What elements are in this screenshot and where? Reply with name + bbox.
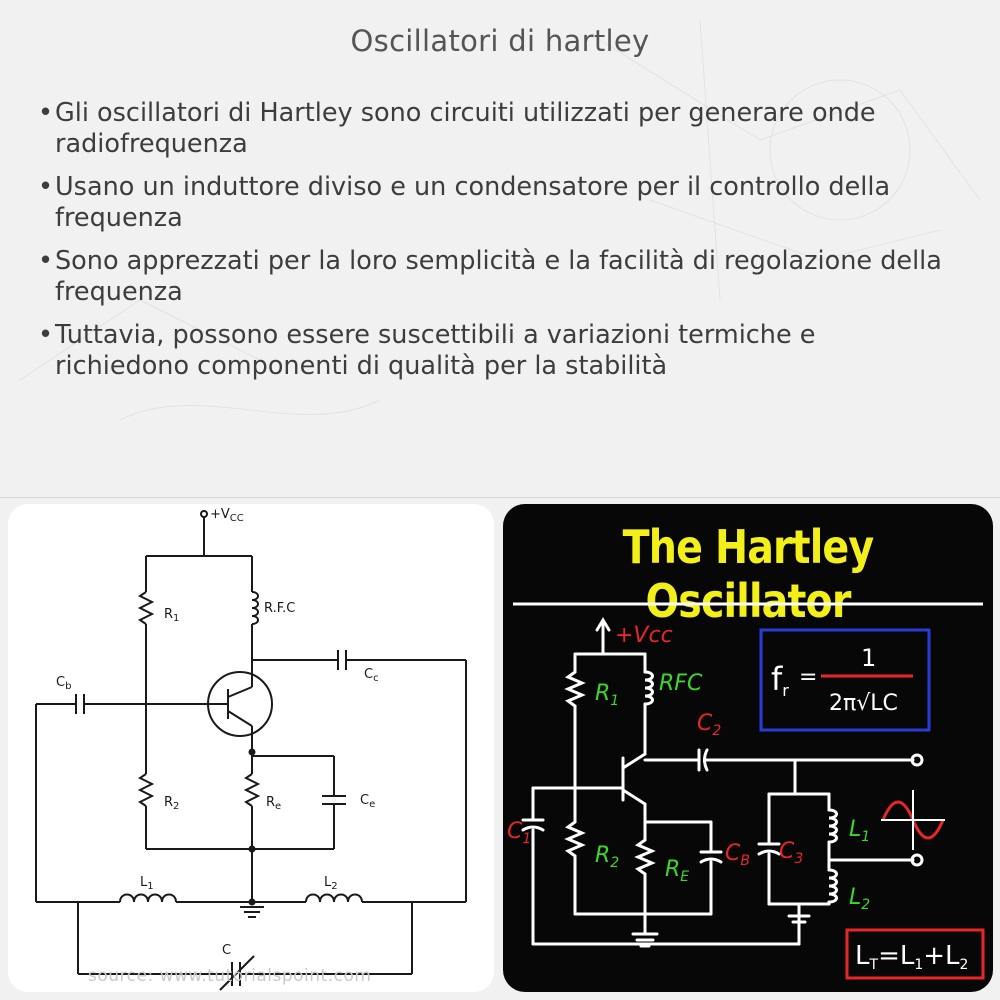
label-vcc: +VCC [210,507,244,524]
bullet-text: Gli oscillatori di Hartley sono circuiti… [55,98,876,159]
label-r1: R1 [164,607,179,624]
formula-den: 2π√LC [829,691,898,716]
board-label-l1: L1 [849,817,870,845]
formula-num: 1 [861,644,876,672]
bullet-dot: • [38,246,54,276]
schematic-panel: +VCC R1 R.F.C Cb Cc R2 Re Ce L1 L2 C sou… [8,504,494,992]
hartley-board-panel: The Hartley Oscillator fr = 1 2π√LC [503,504,993,992]
board-label-c3: C3 [779,839,803,867]
bullet-item: •Sono apprezzati per la loro semplicità … [36,246,956,308]
bullet-dot: • [38,172,54,202]
bullet-item: •Tuttavia, possono essere suscettibili a… [36,320,956,382]
label-l1: L1 [140,875,154,892]
board-label-r2: R2 [595,843,619,871]
hartley-schematic: +VCC R1 R.F.C Cb Cc R2 Re Ce L1 L2 C [35,507,467,991]
board-label-r1: R1 [595,681,619,709]
label-cc: Cc [364,667,379,684]
label-l2: L2 [324,875,338,892]
board-diagram: fr = 1 2π√LC [507,602,985,980]
bullet-list: •Gli oscillatori di Hartley sono circuit… [36,98,956,394]
label-c: C [222,943,231,958]
section-divider [0,497,1000,498]
board-label-rfc: RFC [659,671,703,696]
board-label-l2: L2 [849,885,870,913]
board-label-c1: C1 [507,819,531,847]
lt-formula: LT=L1+L2 [855,941,968,973]
board-label-cb: CB [725,841,750,869]
board-title: The Hartley Oscillator [622,520,875,628]
bullet-item: •Usano un induttore diviso e un condensa… [36,172,956,234]
bullet-text: Usano un induttore diviso e un condensat… [55,172,891,233]
bullet-text: Sono apprezzati per la loro semplicità e… [55,246,942,307]
label-re: Re [266,795,281,812]
bullet-dot: • [38,320,54,350]
board-label-c2: C2 [697,711,721,739]
board-label-vcc: +Vcc [615,623,673,648]
source-caption: source: www.tutorialspoint.com [88,966,372,986]
board-label-re: RE [665,857,689,885]
formula-eq: = [799,665,817,690]
label-cb: Cb [56,675,71,692]
bullet-item: •Gli oscillatori di Hartley sono circuit… [36,98,956,160]
label-rfc: R.F.C [264,601,295,616]
label-r2: R2 [164,795,179,812]
formula-lhs: fr [771,660,789,700]
bullet-text: Tuttavia, possono essere suscettibili a … [55,320,816,381]
bullet-dot: • [38,98,54,128]
label-ce: Ce [360,793,375,810]
page-title: Oscillatori di hartley [350,24,650,58]
